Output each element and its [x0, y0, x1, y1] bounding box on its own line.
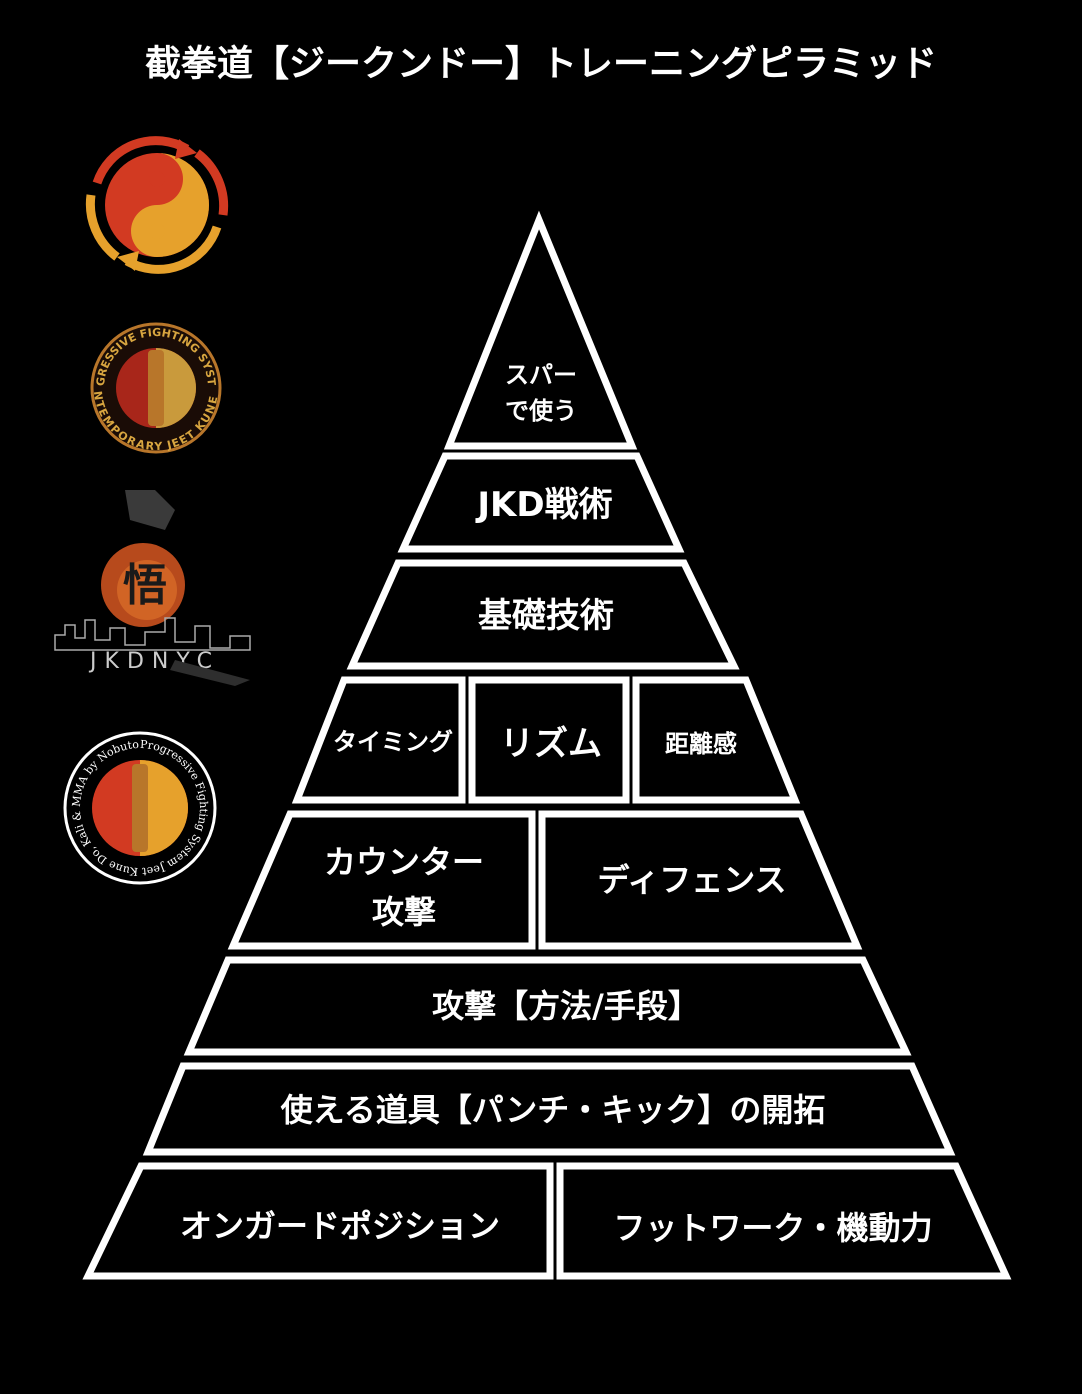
label-on-guard: オンガードポジション: [180, 1207, 500, 1245]
label-counter-line1: カウンター: [324, 843, 484, 881]
label-fundamentals: 基礎技術: [478, 596, 614, 636]
tier-attack-methods: [183, 956, 912, 1056]
tier-sparring: [443, 210, 638, 450]
page-title: 截拳道【ジークンドー】トレーニングピラミッド: [145, 44, 937, 85]
jkdnyc-kanji: 悟: [123, 560, 167, 611]
cell-rhythm: [468, 676, 630, 804]
tier-tactics: [397, 452, 685, 553]
pfs-badge-logo: PROGRESSIVE FIGHTING SYSTEMS CONTEMPORAR…: [90, 322, 222, 454]
label-rhythm: リズム: [500, 724, 602, 764]
cell-on-guard: [82, 1162, 554, 1280]
cell-distance: [632, 676, 801, 804]
label-timing: タイミング: [333, 728, 453, 756]
cell-counter: [227, 810, 536, 950]
label-tools: 使える道具【パンチ・キック】の開拓: [280, 1091, 826, 1129]
jkdnyc-logo: 悟 JKDNYC: [54, 490, 251, 686]
label-sparring-line1: スパー: [505, 361, 577, 389]
jkd-yin-yang-logo: [85, 136, 229, 274]
cell-timing: [291, 676, 466, 804]
label-distance: 距離感: [665, 730, 737, 758]
label-counter-line2: 攻撃: [372, 893, 436, 931]
tier-fundamentals: [346, 559, 740, 670]
cell-footwork: [556, 1162, 1012, 1280]
label-attack-methods: 攻撃【方法/手段】: [432, 987, 700, 1025]
label-defense: ディフェンス: [597, 861, 786, 899]
cell-defense: [538, 810, 863, 950]
label-sparring-line2: で使う: [505, 397, 577, 425]
tier-tools: [142, 1062, 956, 1156]
label-footwork: フットワーク・機動力: [613, 1209, 932, 1247]
pfs-round-logo: Progressive Fighting System Jeet Kune Do…: [63, 731, 217, 885]
label-tactics: JKD戦術: [475, 485, 612, 525]
